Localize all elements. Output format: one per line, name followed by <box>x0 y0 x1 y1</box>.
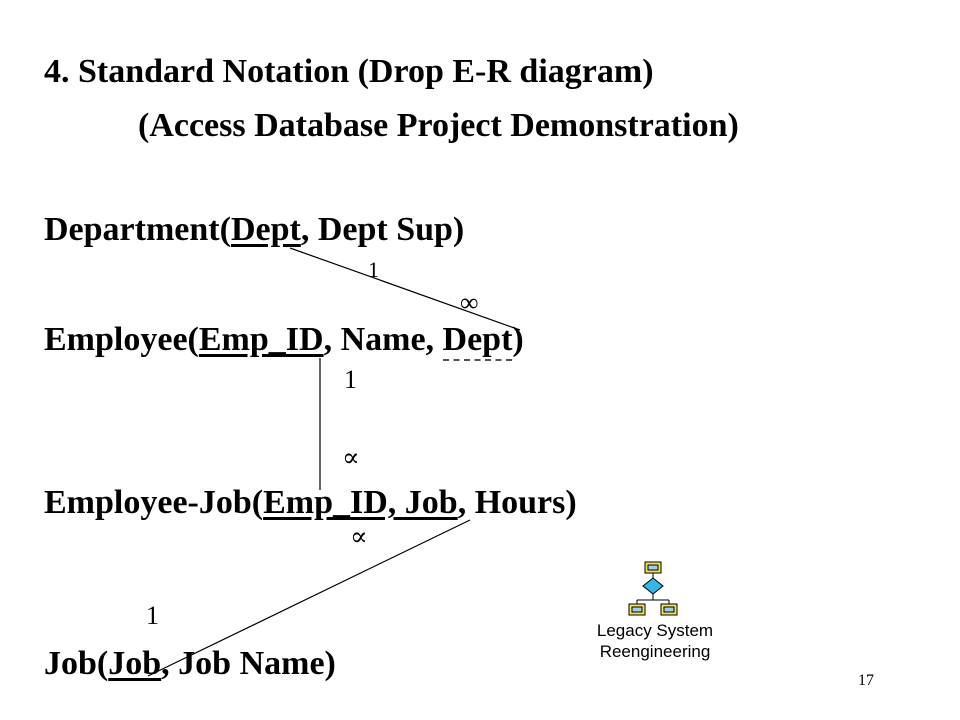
logo-caption-line2: Reengineering <box>599 642 711 661</box>
relation-attributes: , Name, <box>323 321 443 358</box>
relation-close: ) <box>512 321 524 358</box>
relation-attributes: , Job Name) <box>161 645 336 682</box>
slide-title-line1: 4. Standard Notation (Drop E-R diagram) <box>44 53 654 90</box>
link-department-employee <box>289 247 521 331</box>
primary-key: Emp_ID, Job <box>263 484 458 521</box>
hierarchy-network-icon <box>628 561 678 616</box>
cardinality-job-many: ∝ <box>350 522 368 551</box>
relation-department: Department(Dept, Dept Sup) <box>44 210 464 250</box>
relation-job: Job(Job, Job Name) <box>44 644 336 684</box>
cardinality-dept-many: ∞ <box>460 288 479 317</box>
cardinality-dept-one: 1 <box>368 257 379 282</box>
primary-key: Emp_ID <box>198 321 324 358</box>
relation-attributes: , Hours) <box>457 484 577 521</box>
cardinality-job-one: 1 <box>146 601 159 630</box>
page-number: 17 <box>858 672 874 689</box>
cardinality-emp-many: ∝ <box>342 443 360 472</box>
primary-key: Job <box>108 645 162 682</box>
legacy-system-logo: Legacy System Reengineering <box>580 560 730 662</box>
foreign-key: Dept <box>442 321 513 361</box>
logo-caption-line1: Legacy System <box>596 621 714 640</box>
relation-employee-job: Employee-Job(Emp_ID, Job, Hours) <box>44 483 577 523</box>
relation-name: Employee( <box>44 321 199 358</box>
primary-key: Dept <box>230 211 301 248</box>
relation-employee: Employee(Emp_ID, Name, Dept) <box>44 320 524 361</box>
cardinality-emp-one: 1 <box>344 365 357 394</box>
relation-attributes: , Dept Sup) <box>300 211 465 248</box>
slide-title-line2: (Access Database Project Demonstration) <box>138 107 739 144</box>
relation-name: Job( <box>44 645 109 682</box>
relation-name: Employee-Job( <box>44 484 264 521</box>
relation-name: Department( <box>44 211 231 248</box>
